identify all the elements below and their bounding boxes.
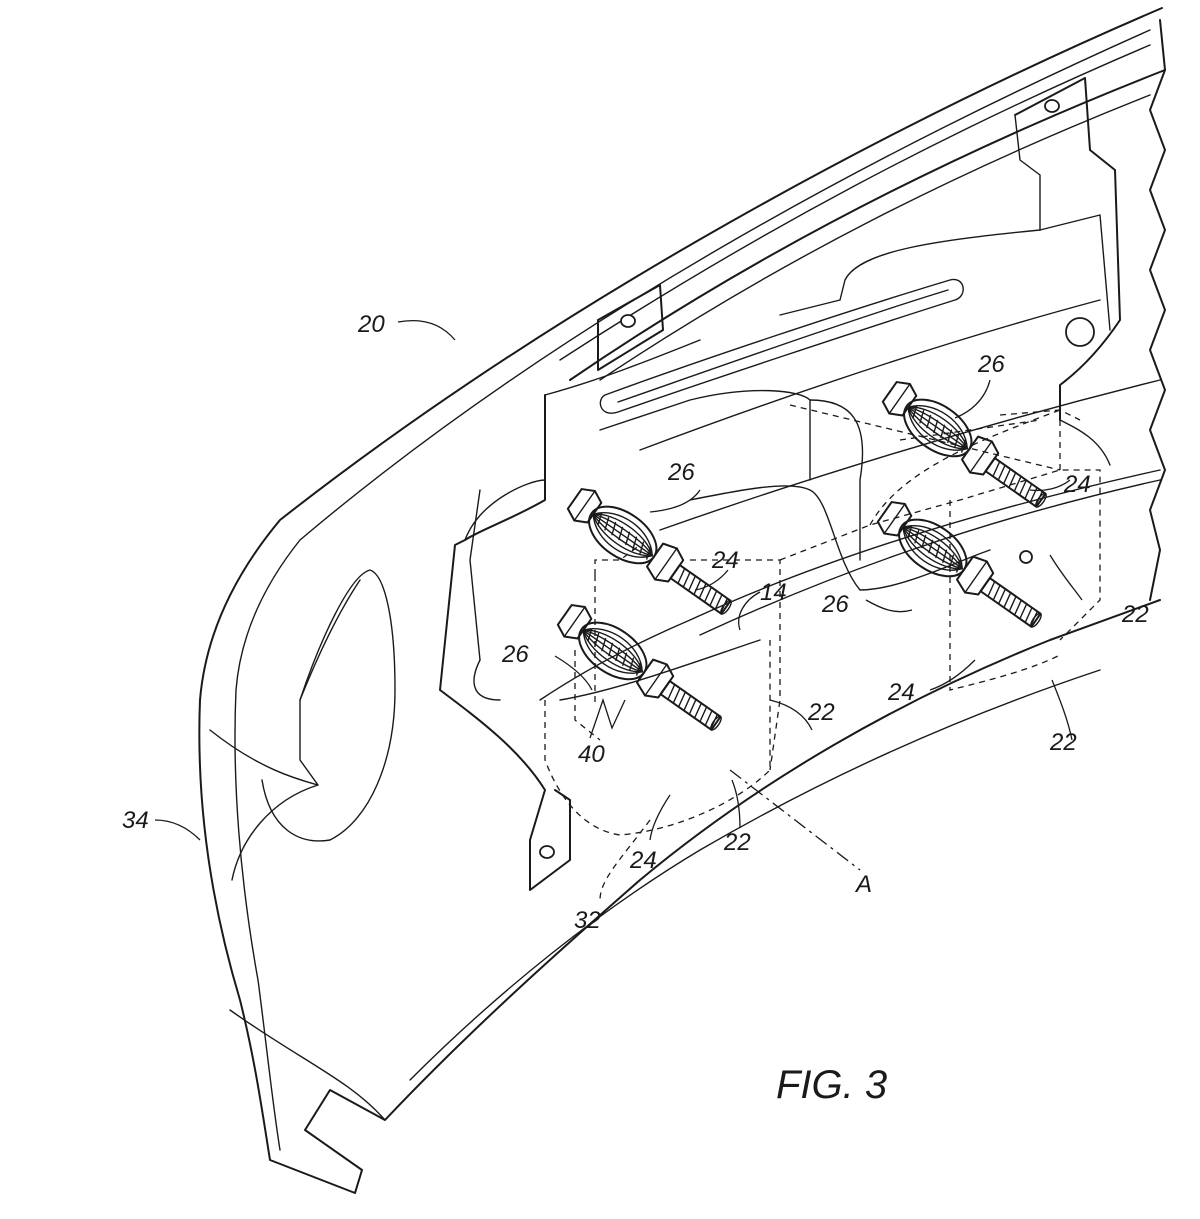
cage-wire bbox=[902, 526, 963, 571]
cage-wire bbox=[592, 513, 653, 557]
cage-wire bbox=[907, 406, 968, 450]
cage-wire bbox=[582, 629, 643, 673]
label-22-lower-left: 22 bbox=[723, 829, 751, 856]
cage-wire bbox=[907, 406, 968, 450]
cage-wire bbox=[582, 629, 643, 674]
bolt-assemblies bbox=[556, 381, 1047, 731]
figure-caption: FIG. 3 bbox=[776, 1063, 887, 1107]
label-22-lower-right: 22 bbox=[1049, 729, 1077, 756]
label-22-right: 22 bbox=[1121, 601, 1149, 628]
label-24-upper-left: 24 bbox=[711, 547, 739, 574]
label-22-center: 22 bbox=[807, 699, 835, 726]
bolt-stud bbox=[984, 457, 1047, 508]
cage-wire bbox=[902, 526, 963, 570]
cage-wire bbox=[902, 526, 963, 570]
axis-a-line bbox=[729, 769, 861, 871]
cage-wire bbox=[582, 629, 643, 673]
label-34: 34 bbox=[122, 807, 149, 834]
cage-wire bbox=[907, 406, 968, 450]
label-24-upper-right: 24 bbox=[1063, 471, 1091, 498]
label-24-lower-left: 24 bbox=[629, 847, 657, 874]
assembly-upper-right bbox=[881, 381, 1047, 508]
label-14: 14 bbox=[760, 579, 787, 606]
assembly-lower-right bbox=[876, 501, 1042, 628]
assembly-upper-left bbox=[566, 488, 732, 615]
label-26-lower-right: 26 bbox=[821, 591, 849, 618]
cage-wire bbox=[582, 629, 643, 673]
label-26-upper-right: 26 bbox=[977, 351, 1005, 378]
cage-wire bbox=[592, 513, 653, 557]
assembly-lower-left bbox=[556, 604, 722, 731]
bumper-beam bbox=[539, 19, 1166, 701]
cage-wire bbox=[902, 526, 963, 570]
label-40: 40 bbox=[578, 741, 605, 768]
label-20: 20 bbox=[357, 311, 385, 338]
label-26-upper-left: 26 bbox=[667, 459, 695, 486]
bolt-stud bbox=[669, 564, 732, 615]
leader-lines bbox=[154, 319, 1083, 841]
bumper-fascia bbox=[198, 7, 1163, 1194]
pocket-hidden-lines bbox=[544, 404, 1101, 901]
bolt-stud bbox=[659, 680, 722, 731]
label-32: 32 bbox=[574, 907, 601, 934]
bolt-stud bbox=[979, 577, 1042, 628]
cage-wire bbox=[592, 513, 653, 558]
label-26-lower-left: 26 bbox=[501, 641, 529, 668]
label-a: A bbox=[854, 871, 872, 898]
label-24-lower-right: 24 bbox=[887, 679, 915, 706]
cage-wire bbox=[907, 406, 968, 451]
cage-wire bbox=[592, 513, 653, 557]
